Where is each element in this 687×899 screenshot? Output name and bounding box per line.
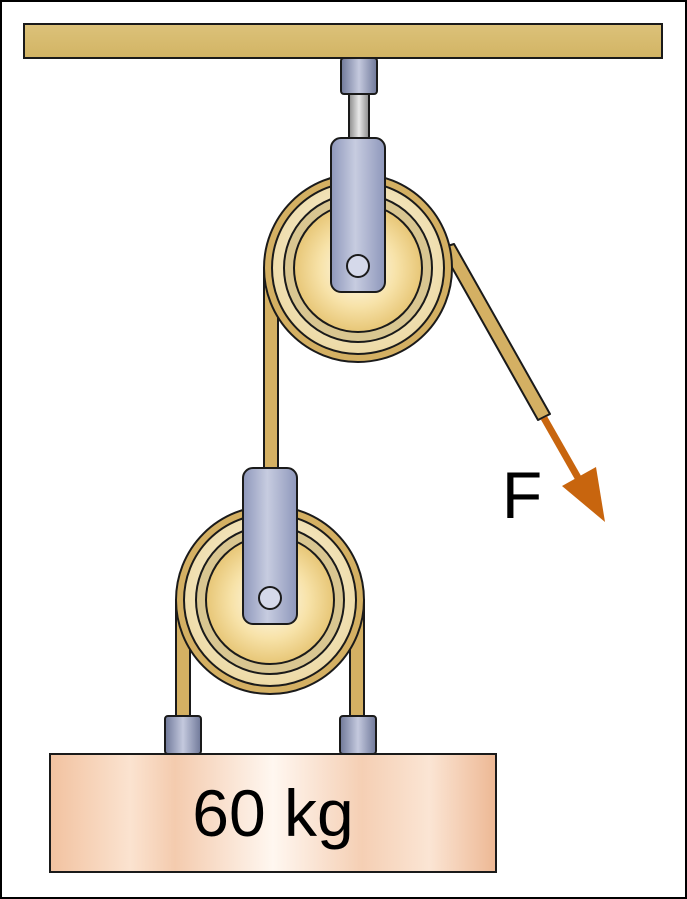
mass-block: [49, 753, 497, 873]
block-clamp-right: [339, 715, 377, 755]
block-clamp-left: [164, 715, 202, 755]
ceiling-beam: [23, 23, 663, 59]
fixed-pulley-icon: [263, 137, 453, 363]
lower-pulley-axle: [258, 586, 282, 610]
arrow-down-right-icon: [540, 416, 605, 522]
force-label: F: [502, 458, 542, 532]
upper-pulley-bracket: [330, 137, 386, 293]
movable-pulley-icon: [175, 467, 365, 695]
lower-pulley-bracket: [242, 467, 298, 625]
mass-label: 60 kg: [192, 776, 353, 850]
upper-pulley-axle: [346, 254, 370, 278]
